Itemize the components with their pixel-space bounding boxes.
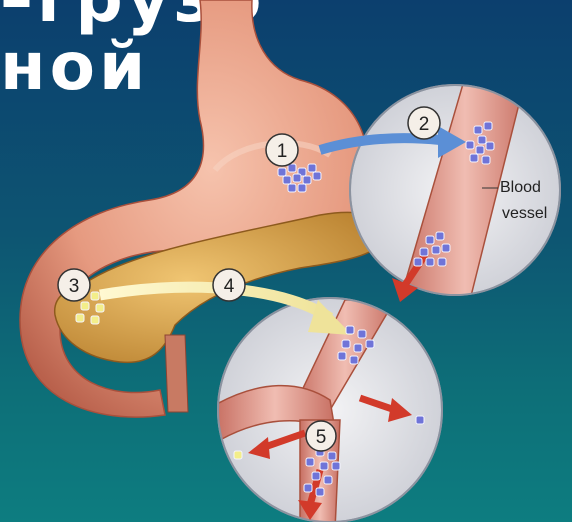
cluster-stomach-molecule bbox=[293, 174, 301, 182]
marker-4-label: 4 bbox=[224, 276, 235, 297]
cluster-stomach-molecule bbox=[298, 184, 306, 192]
cluster-vessel-bottom-molecule bbox=[346, 326, 354, 334]
cluster-stomach-molecule bbox=[278, 168, 286, 176]
cluster-stomach-molecule bbox=[288, 184, 296, 192]
cluster-vessel-mid-molecule bbox=[426, 236, 434, 244]
cluster-vessel-mid-molecule bbox=[426, 258, 434, 266]
cluster-stomach-molecule bbox=[313, 172, 321, 180]
blood-vessel-label-line1: Blood bbox=[500, 179, 541, 196]
cluster-vessel-low-molecule bbox=[316, 488, 324, 496]
cluster-vessel-low-molecule bbox=[332, 462, 340, 470]
cluster-vessel-mid-molecule bbox=[420, 248, 428, 256]
cluster-pancreas-molecule bbox=[96, 304, 104, 312]
duodenum bbox=[165, 335, 188, 412]
cluster-vessel-low-molecule bbox=[304, 484, 312, 492]
cluster-vessel-bottom-molecule bbox=[358, 330, 366, 338]
marker-3: 3 bbox=[58, 269, 90, 301]
cluster-pancreas-molecule bbox=[91, 316, 99, 324]
cluster-vessel-mid-molecule bbox=[414, 258, 422, 266]
cluster-stomach-molecule bbox=[288, 164, 296, 172]
marker-4: 4 bbox=[213, 269, 245, 301]
cluster-side-right-molecule bbox=[416, 416, 424, 424]
marker-2-label: 2 bbox=[419, 114, 430, 135]
marker-2: 2 bbox=[408, 107, 440, 139]
cluster-side-left-molecule bbox=[234, 451, 242, 459]
cluster-vessel-low-molecule bbox=[312, 472, 320, 480]
cluster-stomach-molecule bbox=[283, 176, 291, 184]
cluster-vessel-bottom-molecule bbox=[350, 356, 358, 364]
cluster-pancreas-molecule bbox=[81, 302, 89, 310]
cluster-vessel-low-molecule bbox=[324, 476, 332, 484]
marker-3-label: 3 bbox=[69, 276, 80, 297]
cluster-vessel-top-molecule bbox=[476, 146, 484, 154]
cluster-vessel-top-molecule bbox=[478, 136, 486, 144]
cluster-vessel-low-molecule bbox=[328, 452, 336, 460]
cluster-stomach-molecule bbox=[303, 176, 311, 184]
cluster-vessel-mid-molecule bbox=[438, 258, 446, 266]
cluster-vessel-bottom-molecule bbox=[342, 340, 350, 348]
cluster-stomach-molecule bbox=[308, 164, 316, 172]
cluster-vessel-top-molecule bbox=[470, 154, 478, 162]
marker-5-label: 5 bbox=[316, 427, 327, 448]
cluster-vessel-bottom-molecule bbox=[338, 352, 346, 360]
cluster-vessel-mid-molecule bbox=[432, 246, 440, 254]
cluster-vessel-bottom-molecule bbox=[354, 344, 362, 352]
cluster-vessel-top-molecule bbox=[486, 142, 494, 150]
cluster-vessel-bottom-molecule bbox=[366, 340, 374, 348]
cluster-vessel-mid-molecule bbox=[442, 244, 450, 252]
cluster-vessel-top-molecule bbox=[482, 156, 490, 164]
marker-1-label: 1 bbox=[277, 141, 288, 162]
cluster-pancreas-molecule bbox=[91, 292, 99, 300]
cluster-vessel-low-molecule bbox=[320, 462, 328, 470]
marker-5: 5 bbox=[306, 421, 336, 451]
blood-vessel-label-line2: vessel bbox=[502, 205, 547, 222]
cluster-vessel-top-molecule bbox=[466, 141, 474, 149]
cluster-vessel-mid-molecule bbox=[436, 232, 444, 240]
cluster-vessel-low-molecule bbox=[306, 458, 314, 466]
cluster-vessel-top-molecule bbox=[484, 122, 492, 130]
cluster-vessel-top-molecule bbox=[474, 126, 482, 134]
cluster-pancreas-molecule bbox=[76, 314, 84, 322]
marker-1: 1 bbox=[266, 134, 298, 166]
